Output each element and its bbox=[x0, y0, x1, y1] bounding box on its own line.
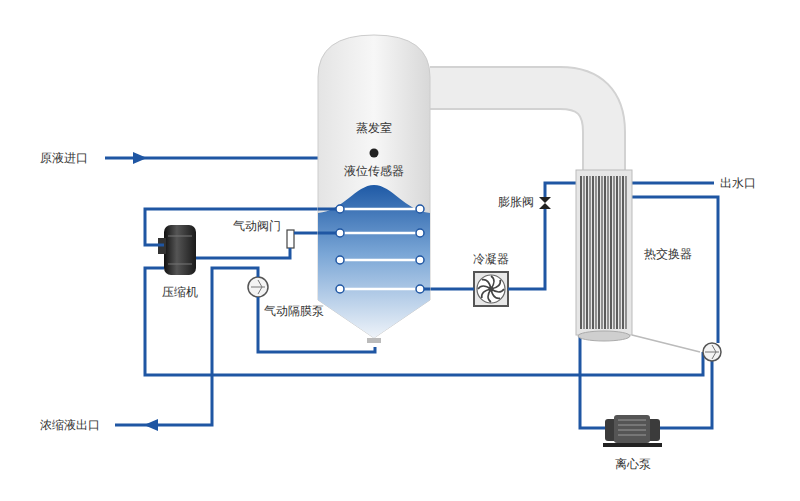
expansion-valve: 膨胀阀 bbox=[498, 193, 552, 213]
exchanger-pipe bbox=[632, 197, 718, 343]
pump-pipe bbox=[665, 361, 712, 428]
pipe-connector bbox=[296, 232, 318, 235]
pipe-connector bbox=[430, 288, 466, 291]
concentrate-pipe bbox=[115, 268, 258, 425]
pneumatic-valve: 气动阀门 bbox=[232, 218, 296, 252]
inlet-label: 原液进口 bbox=[40, 150, 88, 166]
pump-symbol bbox=[703, 343, 721, 361]
expansion-valve-label: 膨胀阀 bbox=[498, 194, 534, 210]
concentrate-label: 浓缩液出口 bbox=[40, 417, 100, 433]
vapor-duct-outline bbox=[430, 88, 604, 170]
pump-symbol bbox=[705, 345, 719, 359]
evaporator-vessel-shape bbox=[318, 35, 430, 347]
flow-arrow bbox=[133, 152, 147, 164]
outlet-label: 出水口 bbox=[720, 175, 756, 191]
sensor-label: 液位传感器 bbox=[344, 163, 404, 179]
compressor: 压缩机 bbox=[150, 222, 210, 304]
vapor-duct bbox=[430, 88, 604, 170]
evaporator-vessel: 蒸发室液位传感器 bbox=[318, 35, 430, 347]
condenser-label: 冷凝器 bbox=[473, 251, 509, 267]
vessel-label: 蒸发室 bbox=[356, 120, 392, 136]
pipe-connector bbox=[545, 183, 576, 193]
diaphragm-pump: 气动隔膜泵 bbox=[246, 276, 328, 320]
exchanger-label: 热交换器 bbox=[644, 246, 692, 262]
pipe-connector bbox=[580, 335, 600, 428]
heat-exchanger-shape bbox=[576, 170, 632, 335]
heat-exchanger: 热交换器 bbox=[576, 170, 632, 335]
condenser: 冷凝器 bbox=[466, 250, 516, 308]
valve-label: 气动阀门 bbox=[233, 218, 281, 234]
drain-line bbox=[632, 335, 700, 352]
pump-label: 气动隔膜泵 bbox=[264, 303, 324, 319]
centrifugal-pump-label: 离心泵 bbox=[615, 456, 651, 472]
water-out-pipe bbox=[632, 182, 714, 185]
pipe-connector bbox=[210, 252, 290, 258]
centrifugal-pump: 离心泵 bbox=[600, 412, 665, 474]
pipe-connector bbox=[516, 213, 545, 289]
flow-arrow bbox=[144, 419, 158, 431]
compressor-label: 压缩机 bbox=[162, 284, 198, 300]
